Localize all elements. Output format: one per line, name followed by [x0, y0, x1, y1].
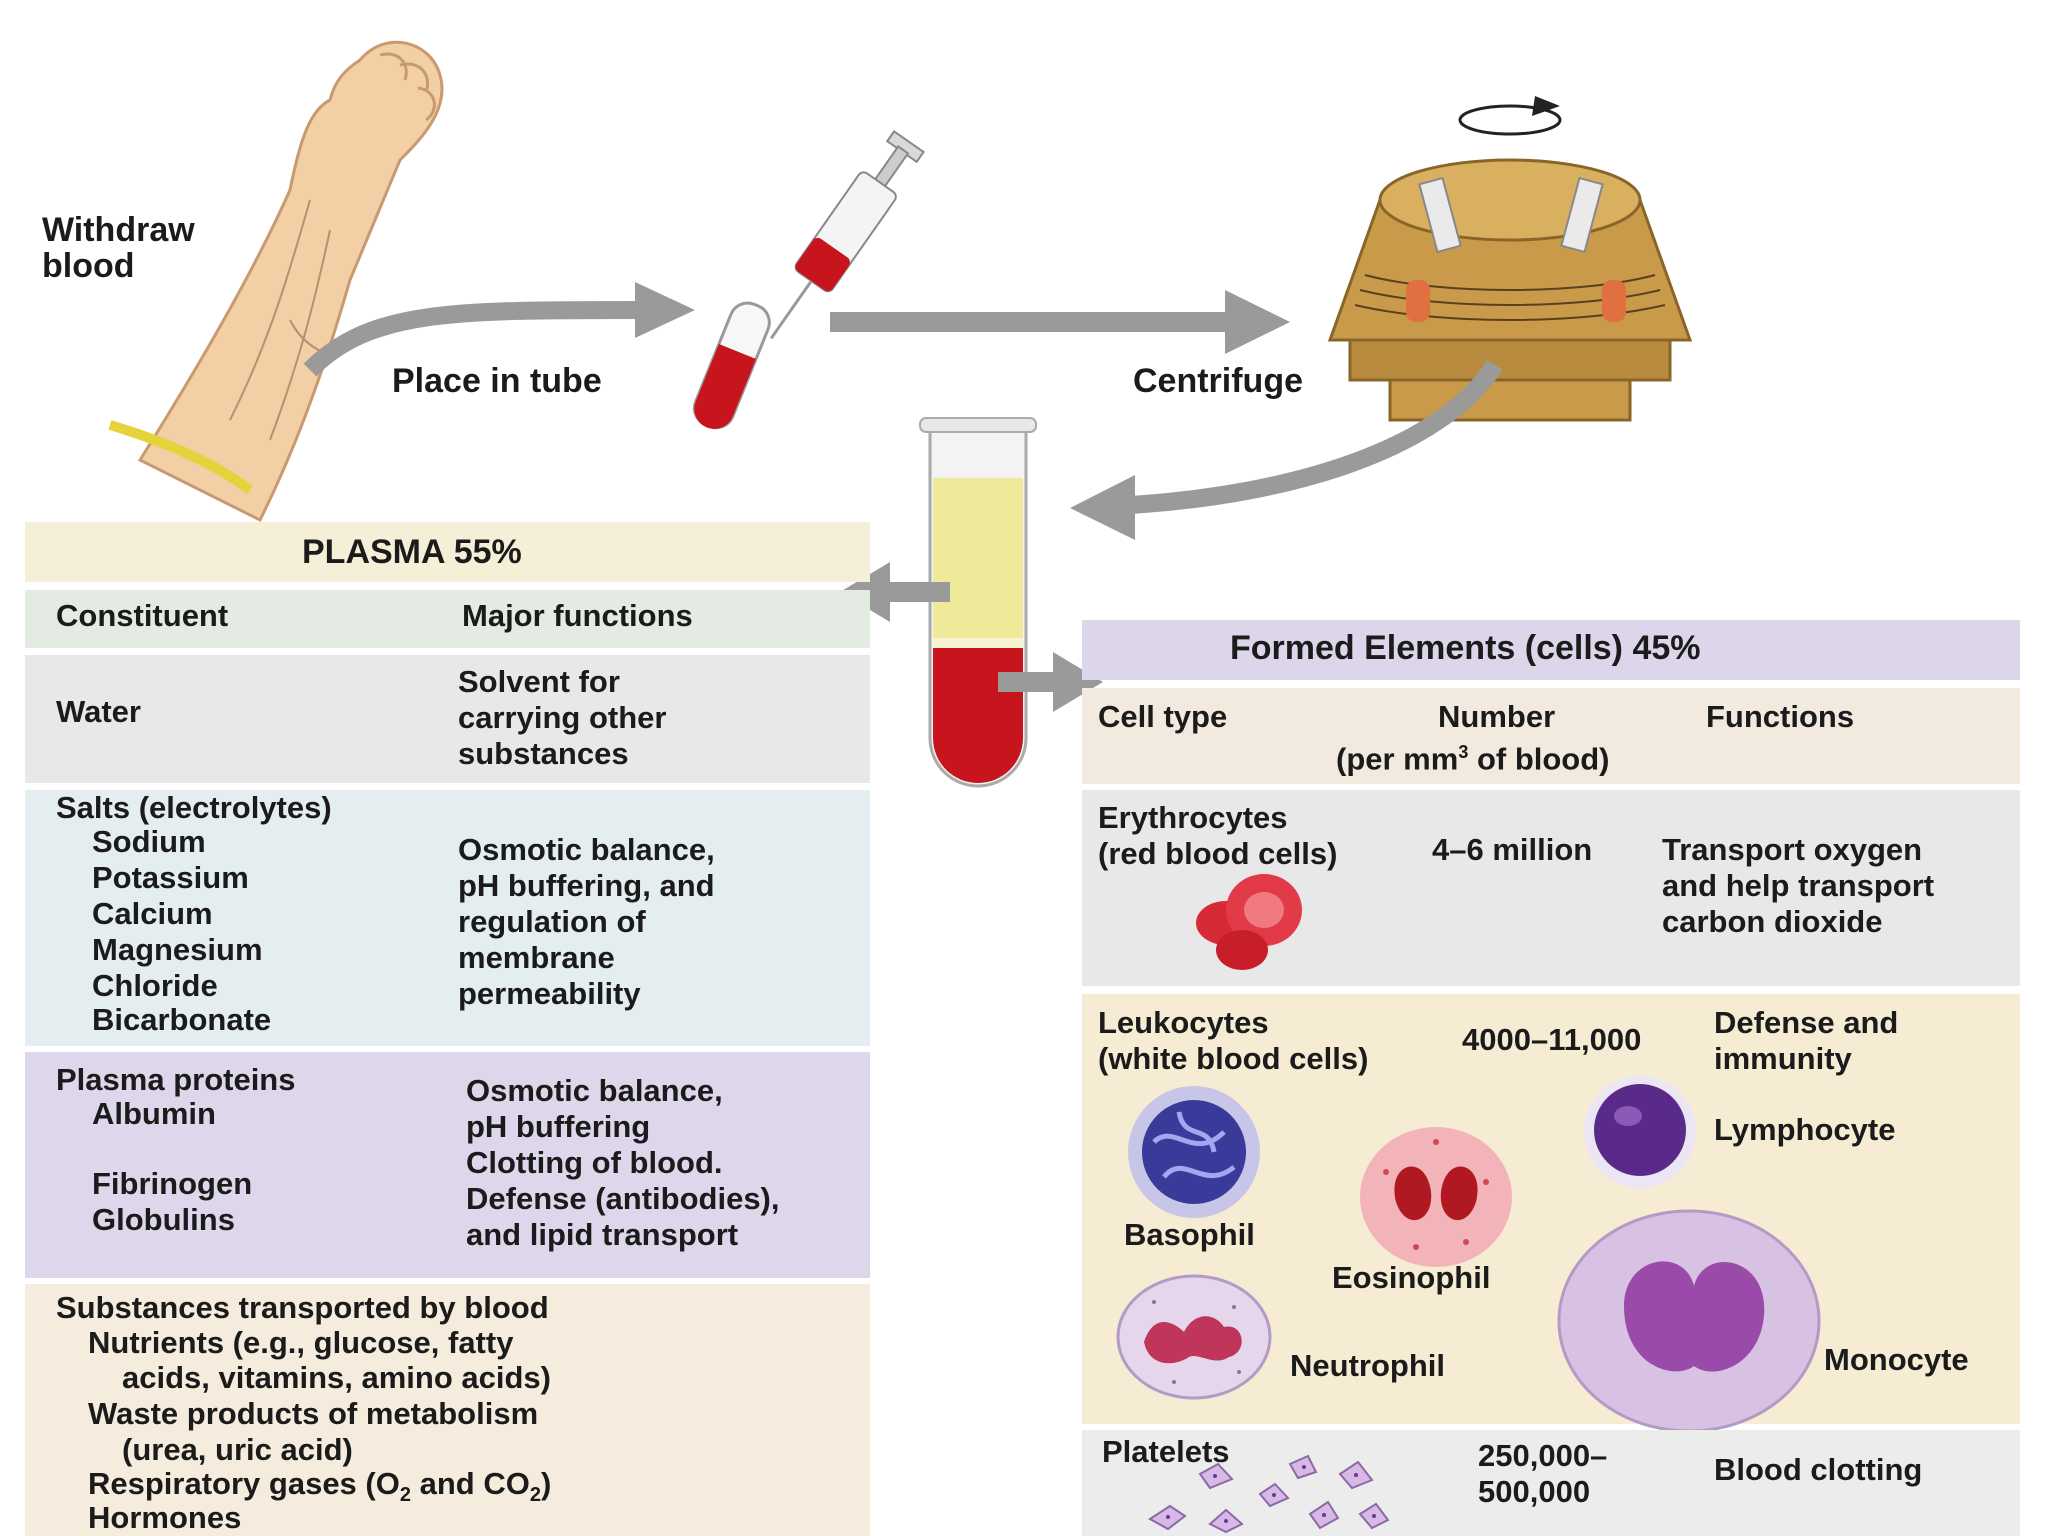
neutrophil-label: Neutrophil	[1290, 1348, 1445, 1383]
platelets-number: 250,000– 500,000	[1478, 1438, 1608, 1509]
salt-chloride: Chloride	[92, 968, 218, 1003]
transported-waste: Waste products of metabolism	[88, 1396, 539, 1431]
platelets-functions: Blood clotting	[1714, 1452, 1923, 1487]
lymphocyte-icon	[1584, 1076, 1696, 1188]
step-place-label: Place in tube	[392, 362, 602, 400]
number-sub-sup: 3	[1458, 742, 1469, 762]
transported-title: Substances transported by blood	[56, 1290, 549, 1325]
platelets-icon	[1148, 1454, 1390, 1534]
leuko-number: 4000–11,000	[1462, 1022, 1642, 1057]
transported-nutrients: Nutrients (e.g., glucose, fatty	[88, 1325, 514, 1360]
monocyte-icon	[1557, 1209, 1821, 1433]
transported-row-band	[25, 1284, 870, 1536]
number-sub-pre: (per mm	[1336, 741, 1459, 777]
platelet-row-band	[1082, 1430, 2020, 1536]
protein-fibrinogen: Fibrinogen	[92, 1166, 253, 1201]
arrow-centrifuge-to-tube	[1070, 360, 1503, 540]
basophil-icon	[1128, 1086, 1260, 1218]
step-withdraw-label: Withdraw blood	[42, 211, 195, 285]
plasma-title-band	[25, 522, 870, 582]
transported-gases: Respiratory gases (O2 and CO2)	[88, 1466, 551, 1513]
formed-col-functions: Functions	[1706, 699, 1855, 734]
formed-col-cell-type: Cell type	[1098, 699, 1228, 734]
salt-potassium: Potassium	[92, 860, 249, 895]
formed-col-number: Number	[1438, 699, 1556, 734]
erythrocyte-icon	[1196, 874, 1302, 970]
syringe-icon	[769, 129, 925, 340]
gases-prefix: Respiratory gases (O	[88, 1466, 400, 1501]
arrow-tube-to-centrifuge	[830, 290, 1290, 354]
protein-albumin: Albumin	[92, 1096, 216, 1131]
leuko-name: Leukocytes (white blood cells)	[1098, 1005, 1369, 1076]
salts-functions: Osmotic balance, pH buffering, and regul…	[458, 832, 715, 1011]
plasma-col-constituent: Constituent	[56, 598, 229, 633]
water-row-band	[25, 655, 870, 783]
neutrophil-icon	[1116, 1274, 1272, 1400]
basophil-label: Basophil	[1124, 1217, 1255, 1252]
formed-col-number-sub: (per mm3 of blood)	[1336, 734, 1610, 777]
formed-title-band	[1082, 620, 2020, 680]
protein-globulins: Globulins	[92, 1202, 235, 1237]
salt-magnesium: Magnesium	[92, 932, 263, 967]
transported-nutrients-cont: acids, vitamins, amino acids)	[122, 1360, 551, 1395]
plasma-title: PLASMA 55%	[302, 533, 522, 571]
formed-title: Formed Elements (cells) 45%	[1230, 629, 1701, 667]
erythro-functions: Transport oxygen and help transport carb…	[1662, 832, 1935, 939]
proteins-functions: Osmotic balance, pH buffering Clotting o…	[466, 1073, 780, 1252]
gases-sub-o2: 2	[399, 1484, 411, 1507]
salts-name: Salts (electrolytes)	[56, 790, 332, 825]
arrow-to-formed-elements	[998, 652, 1103, 712]
salt-bicarbonate: Bicarbonate	[92, 1002, 272, 1037]
arm-illustration	[108, 40, 444, 523]
salt-sodium: Sodium	[92, 824, 206, 859]
water-functions: Solvent for carrying other substances	[458, 664, 667, 771]
gases-sub-co2: 2	[529, 1484, 541, 1507]
arrow-arm-to-tube	[303, 282, 695, 377]
salts-row-band	[25, 790, 870, 1046]
monocyte-label: Monocyte	[1824, 1342, 1969, 1377]
eosinophil-label: Eosinophil	[1332, 1260, 1491, 1295]
platelets-name: Platelets	[1102, 1434, 1230, 1469]
number-sub-post: of blood)	[1468, 741, 1610, 777]
proteins-row-band	[25, 1052, 870, 1278]
proteins-name: Plasma proteins	[56, 1062, 296, 1097]
centrifuge-icon	[1327, 96, 1693, 422]
gases-mid: and CO	[410, 1466, 530, 1501]
formed-header-band	[1082, 688, 2020, 784]
transported-waste-cont: (urea, uric acid)	[122, 1432, 353, 1467]
eosinophil-icon	[1360, 1127, 1512, 1267]
leuko-functions: Defense and immunity	[1714, 1005, 1899, 1076]
small-blood-tube-icon	[692, 301, 771, 430]
plasma-header-band	[25, 590, 870, 648]
step-centrifuge-label: Centrifuge	[1133, 362, 1303, 400]
erythro-name: Erythrocytes (red blood cells)	[1098, 800, 1338, 871]
lymphocyte-label: Lymphocyte	[1714, 1112, 1896, 1147]
salt-calcium: Calcium	[92, 896, 213, 931]
erythro-number: 4–6 million	[1432, 832, 1593, 867]
plasma-col-functions: Major functions	[462, 598, 693, 633]
water-name: Water	[56, 694, 141, 729]
transported-hormones: Hormones	[88, 1500, 242, 1535]
gases-suffix: )	[540, 1466, 552, 1501]
